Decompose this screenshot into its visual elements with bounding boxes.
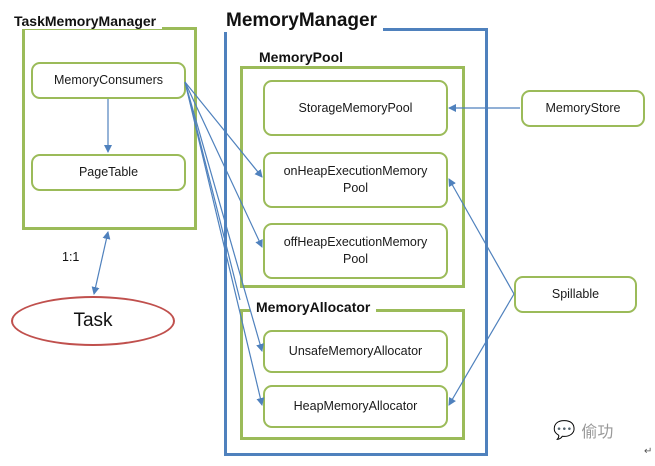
task-memory-manager-title: TaskMemoryManager (8, 13, 163, 29)
heap-memory-allocator-box[interactable]: HeapMemoryAllocator (263, 385, 448, 428)
storage-memory-pool-box[interactable]: StorageMemoryPool (263, 80, 448, 136)
arrow-task-manager-task (91, 231, 111, 295)
storage-memory-pool-label: StorageMemoryPool (298, 100, 413, 115)
heap-memory-allocator-label: HeapMemoryAllocator (293, 399, 418, 413)
wechat-icon: 💬 (553, 419, 576, 441)
unsafe-memory-allocator-label: UnsafeMemoryAllocator (288, 344, 423, 358)
relation-label: 1:1 (62, 250, 80, 264)
paragraph-mark-icon: ↵ (644, 446, 653, 457)
arrow-spillable-to-heap (448, 293, 515, 406)
memory-allocator-title: MemoryAllocator (250, 299, 377, 315)
spillable-box[interactable]: Spillable (514, 276, 637, 313)
task-label: Task (73, 310, 113, 331)
memory-pool-frame (240, 66, 465, 288)
spillable-label: Spillable (551, 287, 600, 301)
arrow-consumers-to-offheap (184, 81, 263, 248)
unsafe-memory-allocator-box[interactable]: UnsafeMemoryAllocator (263, 330, 448, 373)
arrow-consumers-to-onheap (184, 81, 263, 178)
memory-manager-title: MemoryManager (220, 10, 383, 32)
memory-store-label: MemoryStore (545, 101, 621, 115)
watermark: 💬 偷功 (553, 418, 613, 442)
memory-consumers-label: MemoryConsumers (53, 73, 164, 87)
arrow-consumers-to-heap (184, 81, 265, 406)
memory-store-box[interactable]: MemoryStore (521, 90, 645, 127)
page-table-box[interactable]: PageTable (31, 154, 186, 191)
arrow-spillable-to-onheap (448, 178, 515, 295)
memory-consumers-box[interactable]: MemoryConsumers (31, 62, 186, 99)
watermark-text: 偷功 (581, 422, 614, 441)
line-consumers-extra (184, 81, 241, 301)
memory-pool-title: MemoryPool (253, 49, 350, 65)
off-heap-execution-memory-pool-label: offHeapExecutionMemory Pool (283, 235, 428, 266)
on-heap-execution-memory-pool-box[interactable]: onHeapExecutionMemory Pool (263, 152, 448, 208)
off-heap-execution-memory-pool-box[interactable]: offHeapExecutionMemory Pool (263, 223, 448, 279)
page-table-label: PageTable (78, 165, 139, 179)
arrow-consumers-to-unsafe (184, 81, 264, 352)
task-ellipse[interactable]: Task (11, 296, 175, 346)
on-heap-execution-memory-pool-label: onHeapExecutionMemory Pool (283, 164, 428, 195)
